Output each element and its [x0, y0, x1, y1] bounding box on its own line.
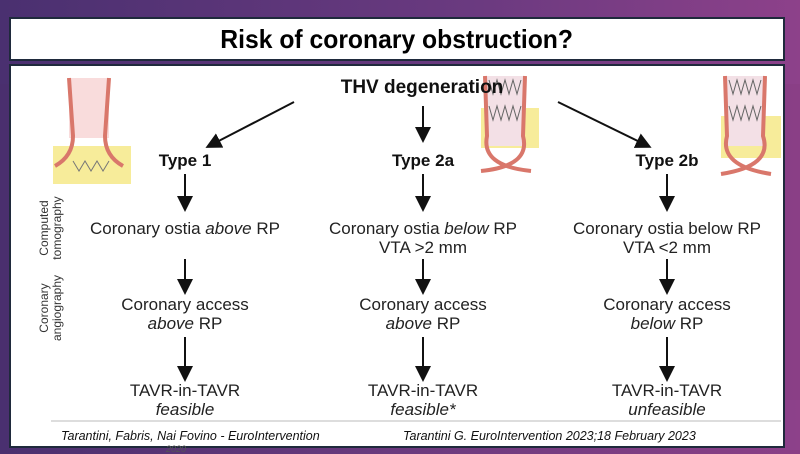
flow-arrows [51, 75, 781, 422]
root-node: THV degeneration [340, 77, 504, 98]
valve-icon-type1 [53, 77, 131, 184]
type-label: Type 2b [635, 151, 699, 170]
valve-icon-type2a [480, 75, 539, 173]
ct-finding: Coronary ostia above RP [90, 219, 280, 238]
type-label: Type 1 [158, 151, 212, 170]
arrow-type2b [557, 101, 652, 148]
footer-citation-left: Tarantini, Fabris, Nai Fovino - EuroInte… [61, 429, 320, 443]
valve-icon-type2b [720, 75, 781, 176]
slide-title: Risk of coronary obstruction? [220, 23, 574, 54]
type-label: Type 2a [391, 151, 455, 170]
title-box: Risk of coronary obstruction? [9, 17, 785, 61]
footer-citation-left-year: 2020 [166, 444, 187, 454]
arrow-type1 [205, 101, 295, 148]
footer-citation-right: Tarantini G. EuroIntervention 2023;18 Fe… [403, 429, 696, 443]
